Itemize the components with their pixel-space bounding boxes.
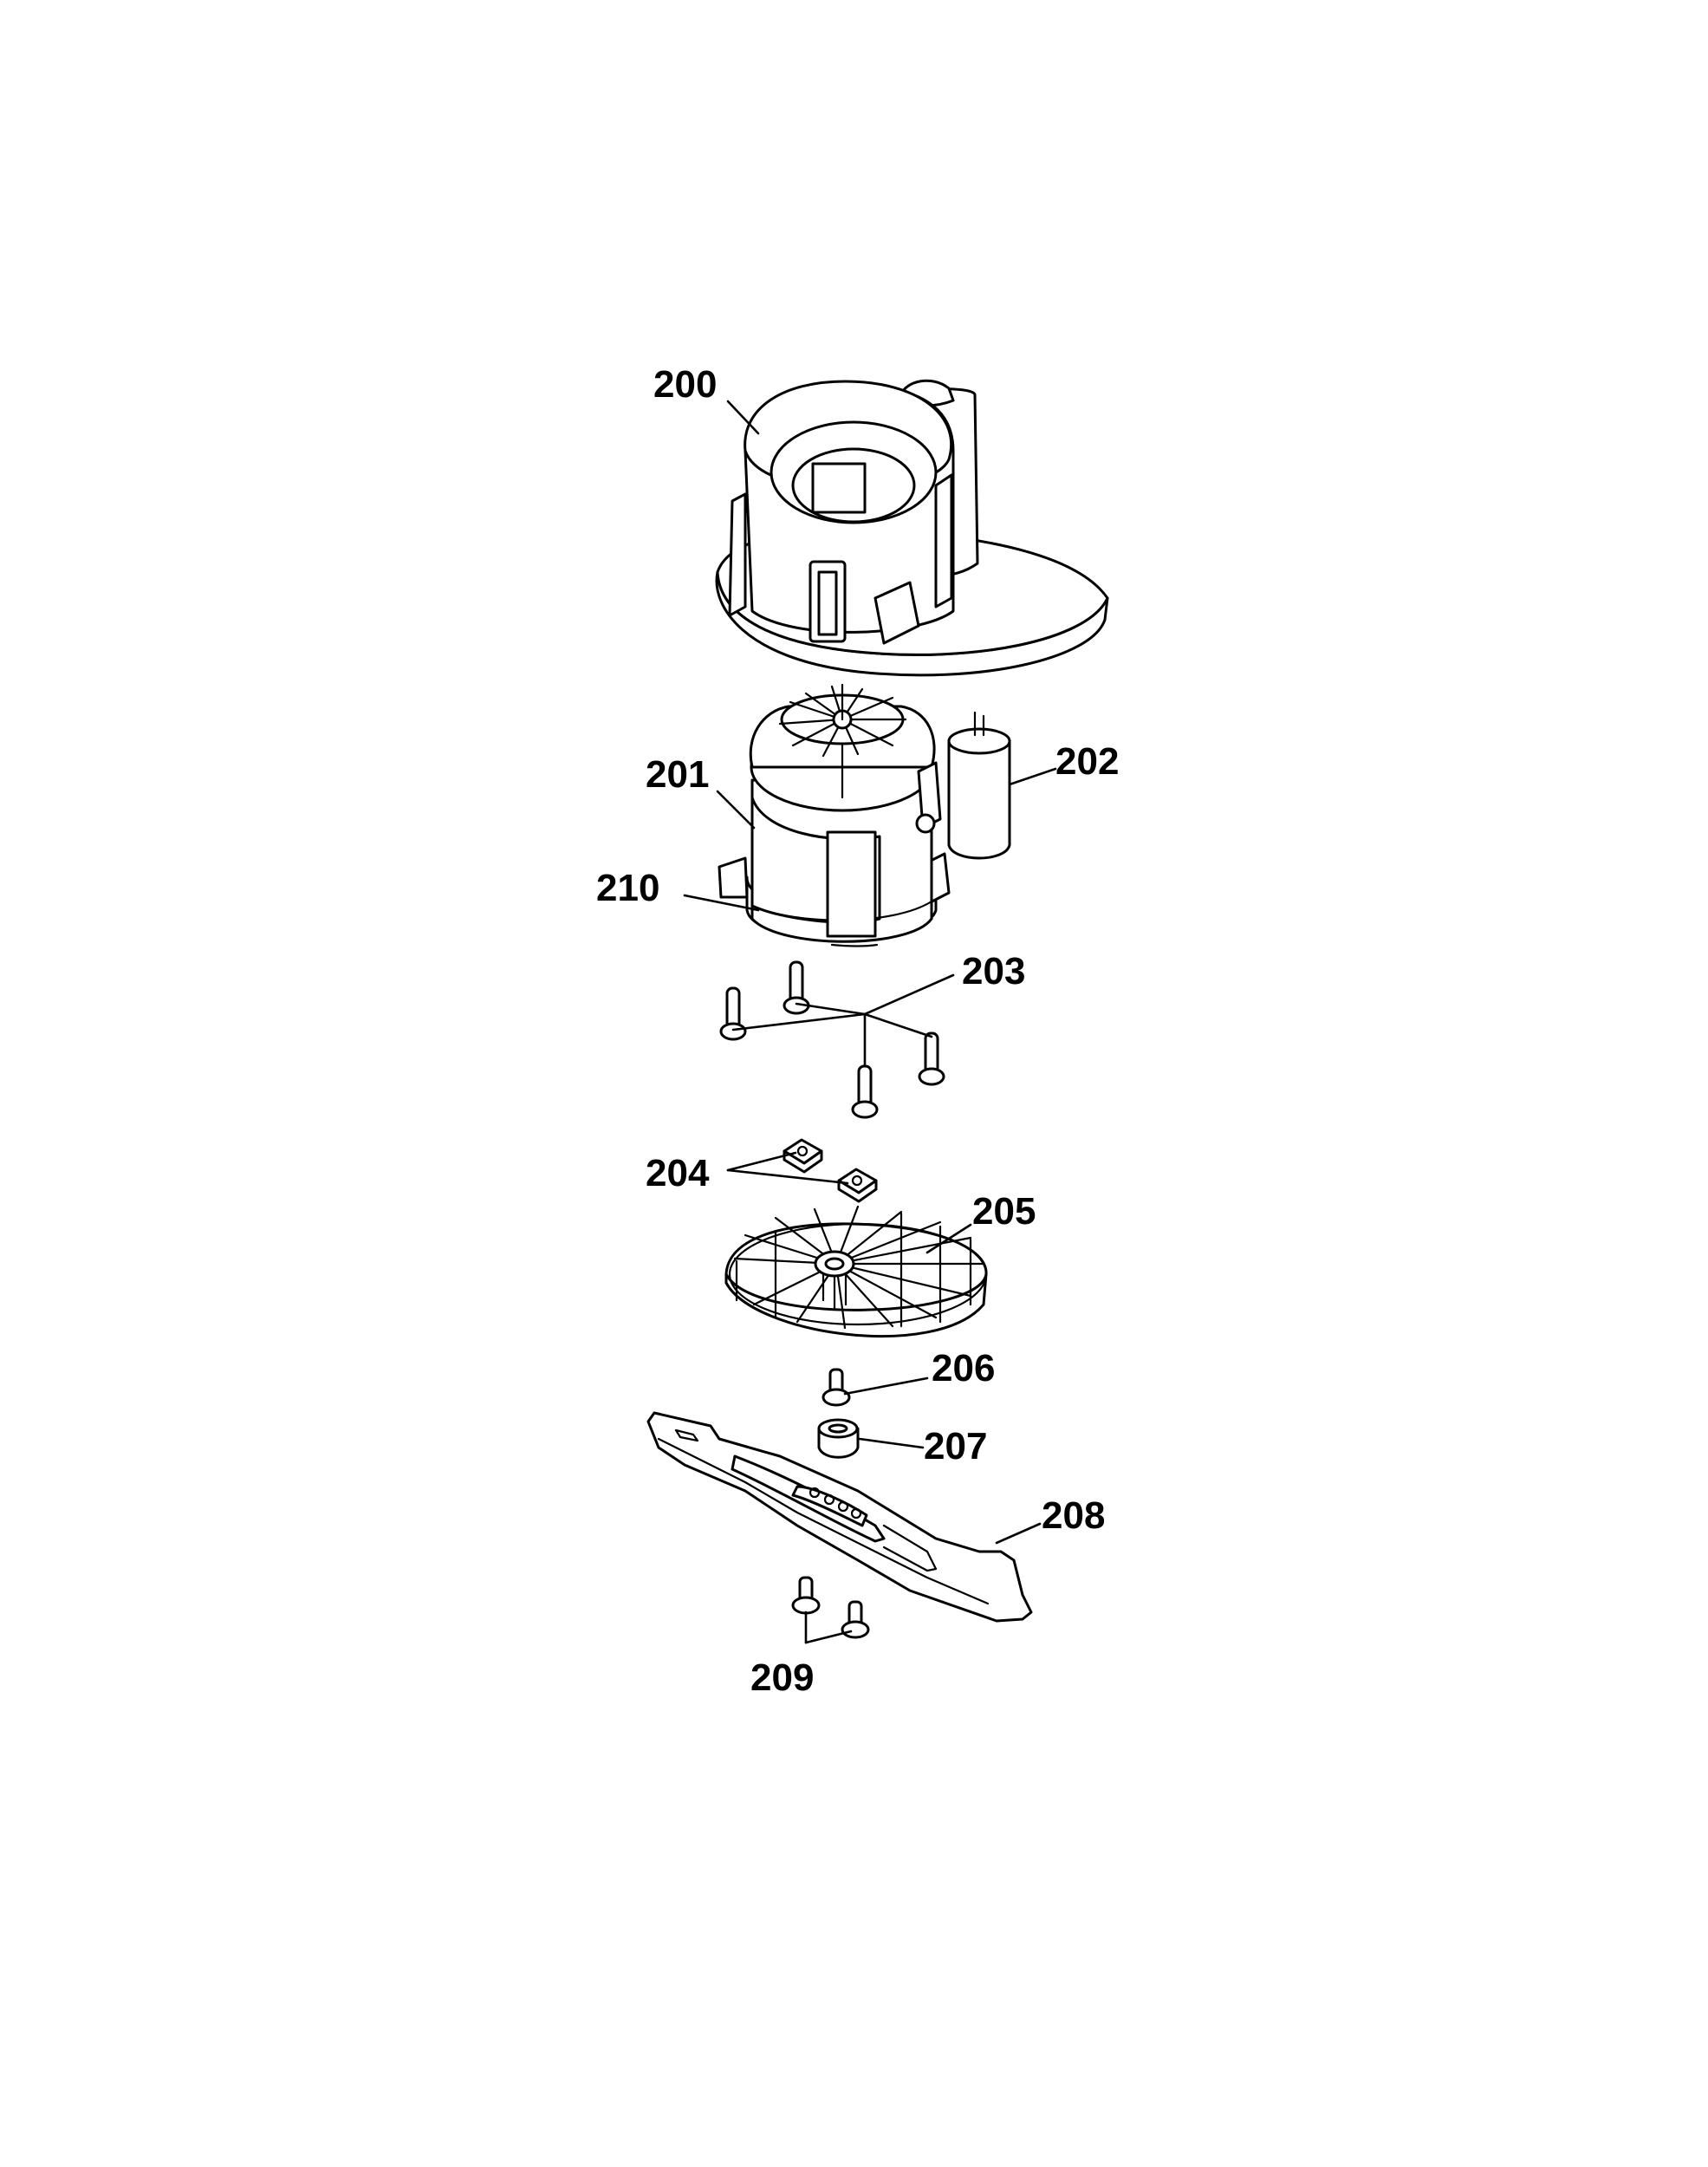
- part-205-fan: [724, 1205, 988, 1338]
- part-200-motor-housing: [715, 379, 1109, 677]
- part-209-blade-bolts: [791, 1576, 870, 1639]
- part-202-capacitor: [947, 711, 1011, 860]
- callout-209: 209: [750, 1656, 814, 1699]
- callout-208: 208: [1042, 1494, 1105, 1537]
- part-208-blade: [646, 1411, 1033, 1623]
- callout-210: 210: [596, 867, 659, 909]
- callout-labels: 200 201 202 203 204 205 206 207 208 209 …: [596, 363, 1119, 1699]
- callout-207: 207: [924, 1425, 987, 1467]
- callout-200: 200: [653, 363, 717, 406]
- callout-204: 204: [646, 1152, 710, 1194]
- part-204-square-nuts: [783, 1138, 878, 1203]
- callout-201: 201: [646, 753, 709, 796]
- part-203-screws: [719, 960, 945, 1119]
- callout-206: 206: [932, 1347, 995, 1389]
- part-206-bolt: [822, 1368, 851, 1407]
- part-201-motor: [718, 683, 951, 947]
- part-207-spacer: [817, 1418, 860, 1459]
- callout-205: 205: [972, 1190, 1036, 1233]
- callout-202: 202: [1055, 740, 1119, 783]
- leader-lines: [683, 400, 1057, 1644]
- callout-203: 203: [962, 950, 1025, 992]
